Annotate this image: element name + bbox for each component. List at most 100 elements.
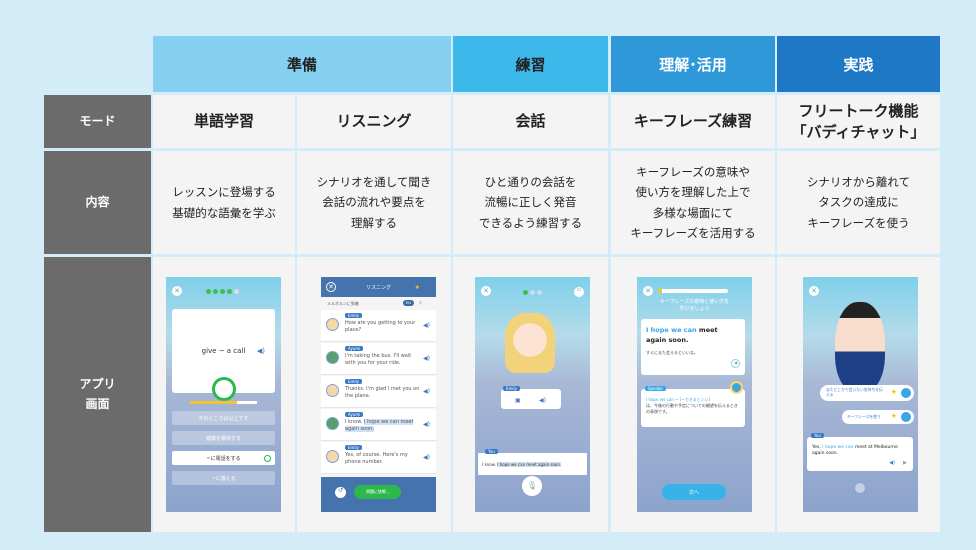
content-cell: シナリオから離れて タスクの達成に キーフレーズを使う bbox=[777, 151, 940, 254]
msg-pre: Yes, bbox=[812, 445, 823, 450]
mode-cell: リスニング bbox=[297, 95, 451, 148]
subtitle-icon[interactable]: ▭ bbox=[574, 287, 584, 297]
header-understand: 理解･活用 bbox=[611, 36, 775, 92]
row-label-app: アプリ 画面 bbox=[44, 257, 151, 532]
progress-dots bbox=[523, 290, 542, 295]
translate-icon[interactable]: ▣ bbox=[515, 397, 521, 404]
challenge-button-label: 問題に挑戦 bbox=[366, 489, 387, 494]
dialogue-row[interactable]: Ayumi I'm taking the bus. I'll wait with… bbox=[321, 343, 436, 375]
microphone-button[interactable]: 🎙 bbox=[522, 476, 542, 496]
buddy-chat-screen: ✕ またどこかで会いたい気持ちを伝える ★ キーフレーズを使う ★ You Ye… bbox=[803, 277, 918, 512]
speaker-icon[interactable]: ◀ bbox=[731, 359, 740, 368]
speaker-icon[interactable]: ◀) bbox=[423, 322, 430, 329]
speaker-icon[interactable]: ◀) bbox=[423, 454, 430, 461]
close-icon[interactable]: ✕ bbox=[809, 286, 819, 296]
speaker-icon[interactable]: ◀) bbox=[423, 388, 430, 395]
challenge-button[interactable]: 問題に挑戦 › bbox=[354, 485, 401, 499]
speaker-icon[interactable]: ◀) bbox=[889, 460, 895, 466]
speaker-tag: Ayumi bbox=[345, 412, 364, 417]
speaker-icon[interactable]: ◀) bbox=[539, 397, 546, 404]
keyphrase-rest: meet again soon. bbox=[646, 326, 718, 344]
dialogue-body: Thanks. I'm glad I met you on the plane. bbox=[345, 386, 420, 399]
next-button[interactable]: 次へ bbox=[662, 484, 726, 500]
avatar bbox=[326, 417, 339, 430]
dialogue-text: Yes, of course. Here's my phone number. bbox=[345, 452, 420, 465]
speaker-icon[interactable]: ◀) bbox=[256, 347, 265, 355]
header-apply: 実践 bbox=[777, 36, 940, 92]
explanation-body: は、今後の行動や予定についての願望を伝えるときの表現です。 bbox=[646, 403, 738, 414]
listening-footer: ↺ 問題に挑戦 › bbox=[321, 477, 436, 512]
vocab-screen: ✕ give ~ a call ◀) 今のところは以上です 健康を維持する ~に… bbox=[166, 277, 281, 512]
option-3-label: ~に電話をする bbox=[206, 455, 241, 462]
user-message: You Yes, I hope we can meet at Melbourne… bbox=[807, 433, 913, 471]
replay-icon[interactable]: ↺ bbox=[335, 487, 346, 498]
keyphrase-text: I hope we can meet again soon. bbox=[646, 326, 738, 346]
avatar-attendant bbox=[835, 302, 885, 392]
mode-cell: 単語学習 bbox=[153, 95, 295, 148]
avatar bbox=[326, 318, 339, 331]
content-cell: シナリオを通して聞き 会話の流れや要点を 理解する bbox=[297, 151, 451, 254]
keyphrase-highlight: I hope we can bbox=[646, 326, 697, 334]
speaker-icon[interactable]: ◀) bbox=[423, 355, 430, 362]
dialogue-body: I know. bbox=[345, 419, 364, 425]
user-line: You I know. I hope we can meet again soo… bbox=[478, 449, 587, 475]
speaker-icon[interactable]: ◀) bbox=[423, 421, 430, 428]
dialogue-row[interactable]: Emily Yes, of course. Here's my phone nu… bbox=[321, 442, 436, 474]
star-icon: ★ bbox=[414, 283, 420, 291]
dialogue-row[interactable]: Ayumi I know. I hope we can meet again s… bbox=[321, 409, 436, 441]
user-line-prefix: I know. bbox=[482, 462, 498, 467]
dialogue-body: Yes, of course. Here's my phone number. bbox=[345, 452, 408, 465]
keyphrase-screen: ✕ キーフレーズの意味と使い方を 学びましょう I hope we can me… bbox=[637, 277, 752, 512]
listening-title: リスニング bbox=[365, 284, 391, 291]
avatar bbox=[326, 450, 339, 463]
option-4[interactable]: ~に誘える bbox=[172, 471, 275, 485]
instruction-text: キーフレーズの意味と使い方を 学びましょう bbox=[659, 299, 730, 312]
timer-circle bbox=[212, 377, 236, 401]
dialogue-text: I'm taking the bus. I'll wait with you f… bbox=[345, 353, 420, 366]
progress-bar bbox=[658, 289, 728, 293]
speako-tag: Speako bbox=[645, 386, 666, 391]
timer-bar bbox=[190, 401, 257, 404]
star-icon: ★ bbox=[890, 412, 897, 420]
star-icon: ★ bbox=[890, 388, 897, 396]
speako-mascot-icon bbox=[901, 388, 911, 398]
speaker-tag: Emily bbox=[503, 386, 521, 391]
close-icon[interactable]: ✕ bbox=[326, 282, 336, 292]
speaker-tag: Emily bbox=[345, 379, 363, 384]
lang-toggle-en[interactable]: EN bbox=[403, 300, 414, 306]
avatar bbox=[326, 384, 339, 397]
task-2: キーフレーズを使う ★ bbox=[842, 410, 914, 424]
explanation-text: I hope we can ~ (~できるといい)は、今後の行動や予定についての… bbox=[646, 397, 740, 415]
close-icon[interactable]: ✕ bbox=[172, 286, 182, 296]
header-prep: 準備 bbox=[153, 36, 451, 92]
speako-mascot-icon bbox=[730, 381, 743, 394]
header-practice: 練習 bbox=[453, 36, 608, 92]
next-button-label: 次へ bbox=[688, 489, 699, 496]
task-1-text: またどこかで会いたい気持ちを伝える bbox=[826, 387, 883, 397]
progress-dots bbox=[206, 289, 239, 294]
msg-highlight: I hope we can bbox=[822, 445, 854, 450]
listening-subtitle: メルボルンに到着 bbox=[327, 301, 359, 306]
keyphrase-card: I hope we can meet again soon. すぐにまた会えると… bbox=[641, 319, 745, 375]
task-1: またどこかで会いたい気持ちを伝える ★ bbox=[820, 385, 914, 401]
dialogue-row[interactable]: Emily How are you getting to your place?… bbox=[321, 310, 436, 342]
close-icon[interactable]: ✕ bbox=[481, 286, 491, 296]
task-2-text: キーフレーズを使う bbox=[847, 414, 881, 419]
option-2[interactable]: 健康を維持する bbox=[172, 431, 275, 445]
avatar-emily bbox=[505, 313, 555, 373]
lang-toggle-jp[interactable]: JP bbox=[419, 301, 423, 305]
option-3[interactable]: ~に電話をする bbox=[172, 451, 275, 465]
mic-button[interactable] bbox=[855, 483, 865, 493]
dialogue-body: I'm taking the bus. I'll wait with you f… bbox=[345, 353, 412, 366]
listening-screen: ✕ リスニング ★ メルボルンに到着 EN JP Emily How are y… bbox=[321, 277, 436, 512]
content-cell: レッスンに登場する 基礎的な語彙を学ぶ bbox=[153, 151, 295, 254]
dialogue-row[interactable]: Emily Thanks. I'm glad I met you on the … bbox=[321, 376, 436, 408]
emily-bubble: Emily ▣ ◀) bbox=[501, 386, 561, 409]
mode-cell: フリートーク機能 「バディチャット」 bbox=[777, 95, 940, 148]
option-1[interactable]: 今のところは以上です bbox=[172, 411, 275, 425]
close-icon[interactable]: ✕ bbox=[643, 286, 653, 296]
conversation-screen: ✕ ▭ Emily ▣ ◀) You I know. I hope we can… bbox=[475, 277, 590, 512]
timer-bar-fill bbox=[190, 401, 237, 404]
play-icon[interactable]: ▶ bbox=[903, 460, 907, 466]
speaker-tag: Ayumi bbox=[345, 346, 364, 351]
